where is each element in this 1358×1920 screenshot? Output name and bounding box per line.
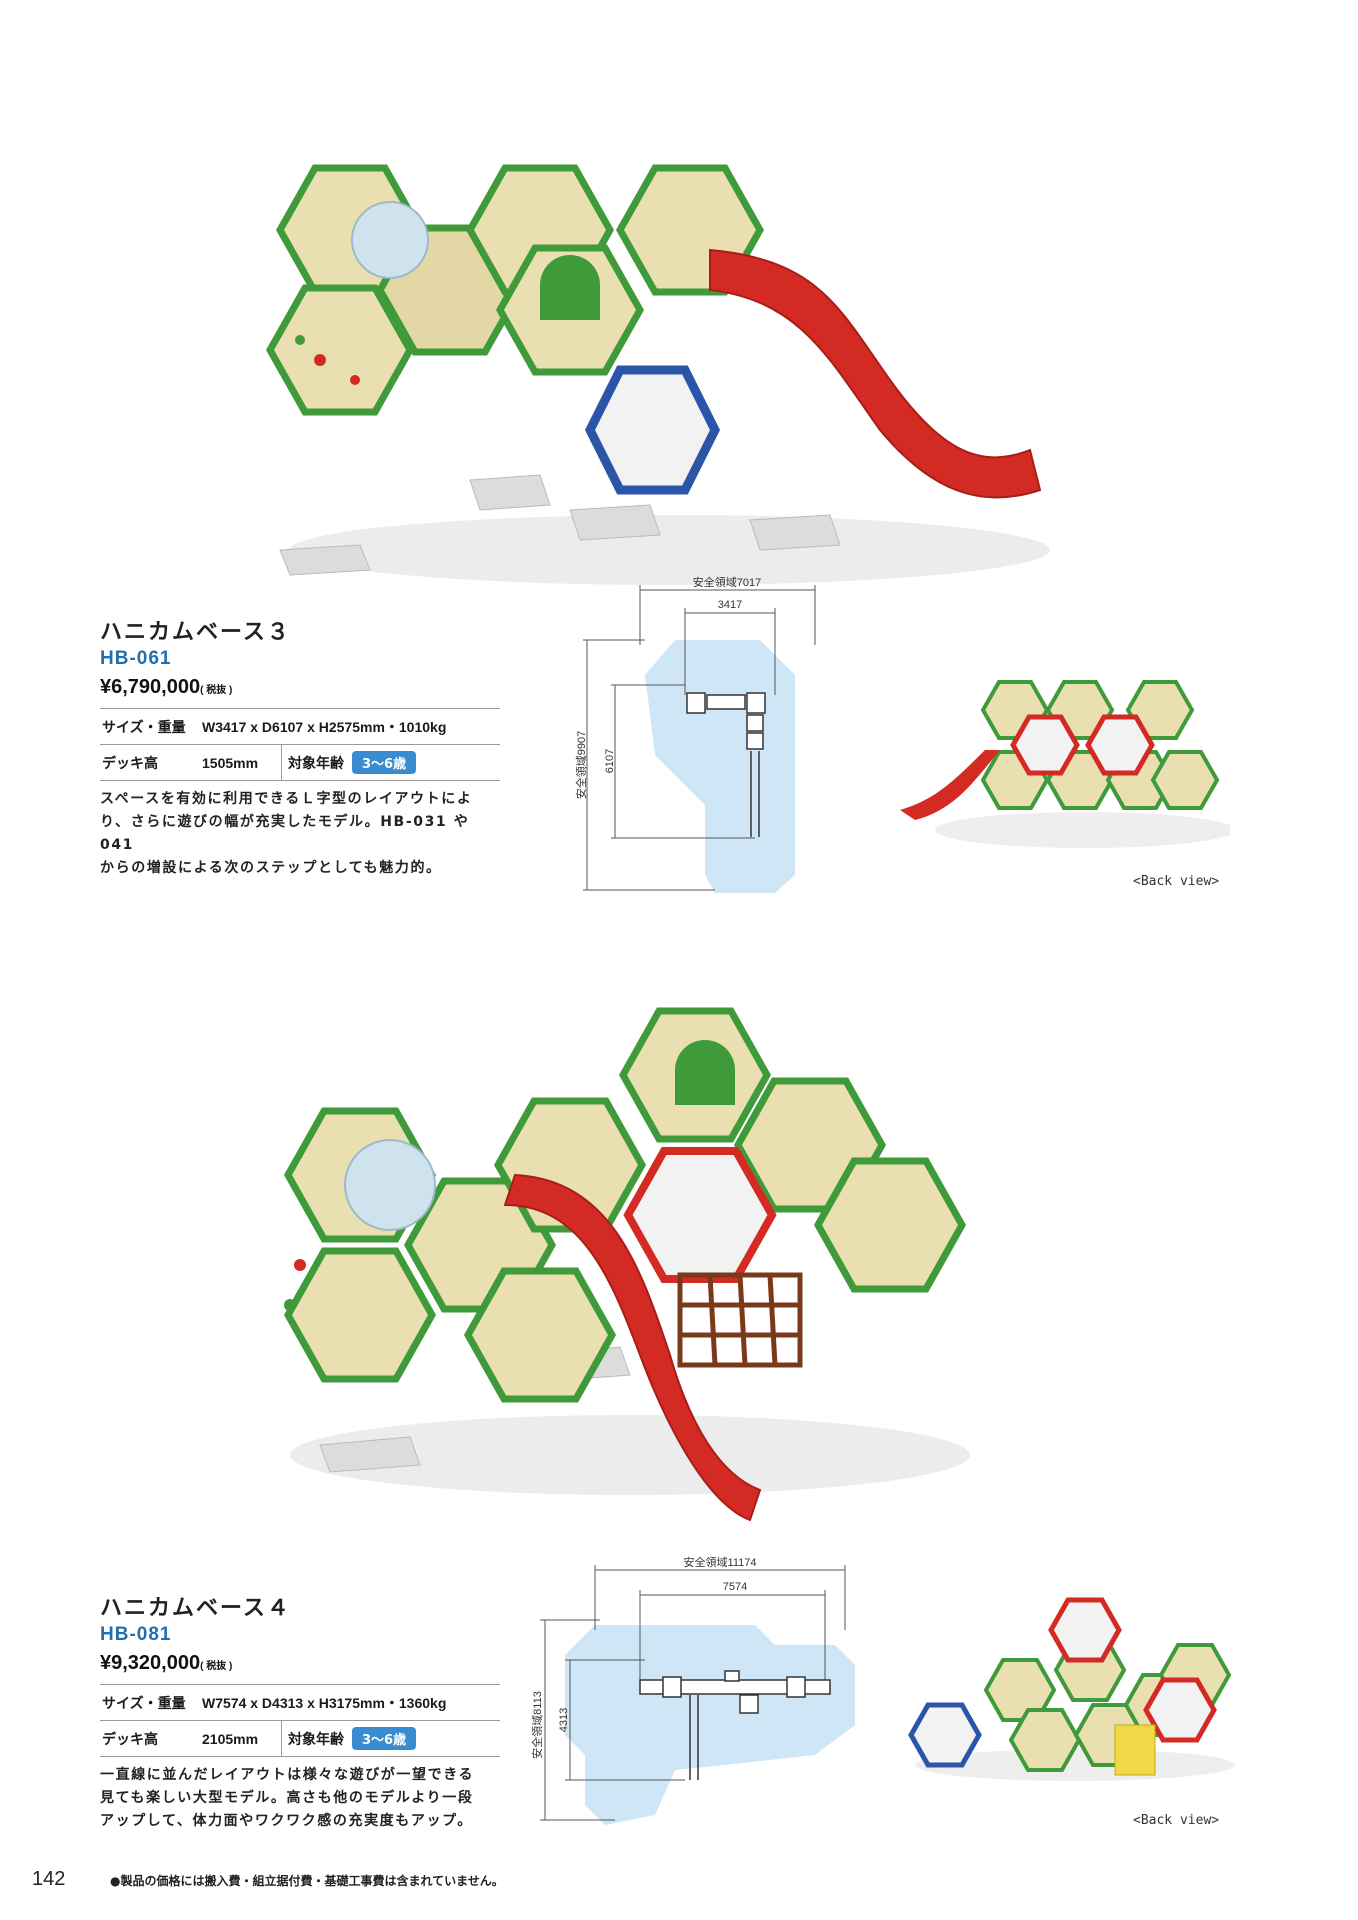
product-code: HB-081 bbox=[100, 1624, 172, 1645]
playground-illustration-hb061 bbox=[240, 150, 1050, 585]
divider bbox=[281, 1721, 282, 1756]
deck-value: 1505mm bbox=[202, 754, 259, 771]
description-line: からの増設による次のステップとしても魅力的。 bbox=[100, 860, 442, 876]
deck-label: デッキ高 bbox=[102, 755, 158, 772]
diagram-safety-depth: 安全領域8113 bbox=[530, 1691, 544, 1759]
age-label: 対象年齢 bbox=[288, 1731, 344, 1748]
description-line: 見ても楽しい大型モデル。高さも他のモデルより一段 bbox=[100, 1790, 474, 1806]
product-description: スペースを有効に利用できるＬ字型のレイアウトによ り、さらに遊びの幅が充実したモ… bbox=[100, 788, 500, 880]
spec-size-label: サイズ・重量 bbox=[102, 719, 186, 736]
deck-label: デッキ高 bbox=[102, 1731, 158, 1748]
tax-note: ( 税抜 ) bbox=[200, 1661, 233, 1672]
spec-table: サイズ・重量 W3417 x D6107 x H2575mm・1010kg デッ… bbox=[100, 708, 500, 781]
diagram-safety-width: 安全領域11174 bbox=[684, 1555, 757, 1569]
tax-note: ( 税抜 ) bbox=[200, 685, 233, 696]
product-price: ¥6,790,000( 税抜 ) bbox=[100, 676, 233, 698]
back-view-caption: <Back view> bbox=[1133, 874, 1220, 889]
layout-diagram-hb061: 安全領域7017 3417 安全領域9907 6107 bbox=[575, 575, 816, 893]
spec-row-size: サイズ・重量 W3417 x D6107 x H2575mm・1010kg bbox=[100, 709, 500, 745]
description-line: アップして、体力面やワクワク感の充実度もアップ。 bbox=[100, 1813, 473, 1829]
diagram-safety-width: 安全領域7017 bbox=[693, 575, 761, 589]
spec-size-label: サイズ・重量 bbox=[102, 1695, 186, 1712]
spec-size-value: W7574 x D4313 x H3175mm・1360kg bbox=[202, 1694, 447, 1711]
product-name: ハニカムベース３ bbox=[100, 620, 291, 645]
description-line: スペースを有効に利用できるＬ字型のレイアウトによ bbox=[100, 791, 473, 807]
spec-row-size: サイズ・重量 W7574 x D4313 x H3175mm・1360kg bbox=[100, 1685, 500, 1721]
diagram-depth: 6107 bbox=[604, 749, 616, 773]
back-view-illustration-hb081 bbox=[895, 1590, 1235, 1781]
product-name: ハニカムベース４ bbox=[100, 1596, 291, 1621]
spec-row-deck: デッキ高 1505mm 対象年齢 3～6歳 bbox=[100, 745, 500, 781]
page-number: 142 bbox=[32, 1868, 66, 1890]
product-code: HB-061 bbox=[100, 648, 172, 669]
product-price: ¥9,320,000( 税抜 ) bbox=[100, 1652, 233, 1674]
age-label: 対象年齢 bbox=[288, 755, 344, 772]
playground-illustration-hb081 bbox=[284, 975, 970, 1522]
description-line: り、さらに遊びの幅が充実したモデル。HB-031 や 041 bbox=[100, 814, 470, 853]
back-view-caption: <Back view> bbox=[1133, 1813, 1220, 1828]
divider bbox=[281, 745, 282, 780]
spec-size-value: W3417 x D6107 x H2575mm・1010kg bbox=[202, 718, 447, 735]
age-badge: 3～6歳 bbox=[352, 1727, 417, 1750]
footnote: ●製品の価格には搬入費・組立据付費・基礎工事費は含まれていません。 bbox=[110, 1874, 504, 1888]
description-line: 一直線に並んだレイアウトは様々な遊びが一望できる bbox=[100, 1767, 475, 1783]
back-view-illustration-hb061 bbox=[900, 680, 1230, 848]
diagram-safety-depth: 安全領域9907 bbox=[575, 731, 588, 799]
product-description: 一直線に並んだレイアウトは様々な遊びが一望できる 見ても楽しい大型モデル。高さも… bbox=[100, 1764, 500, 1833]
diagram-depth: 4313 bbox=[558, 1708, 570, 1732]
diagram-width: 7574 bbox=[723, 1581, 747, 1593]
diagram-width: 3417 bbox=[718, 599, 742, 611]
layout-diagram-hb081: 安全領域11174 7574 安全領域8113 4313 bbox=[530, 1555, 855, 1825]
age-badge: 3～6歳 bbox=[352, 751, 417, 774]
spec-table: サイズ・重量 W7574 x D4313 x H3175mm・1360kg デッ… bbox=[100, 1684, 500, 1757]
spec-row-deck: デッキ高 2105mm 対象年齢 3～6歳 bbox=[100, 1721, 500, 1757]
deck-value: 2105mm bbox=[202, 1730, 259, 1747]
